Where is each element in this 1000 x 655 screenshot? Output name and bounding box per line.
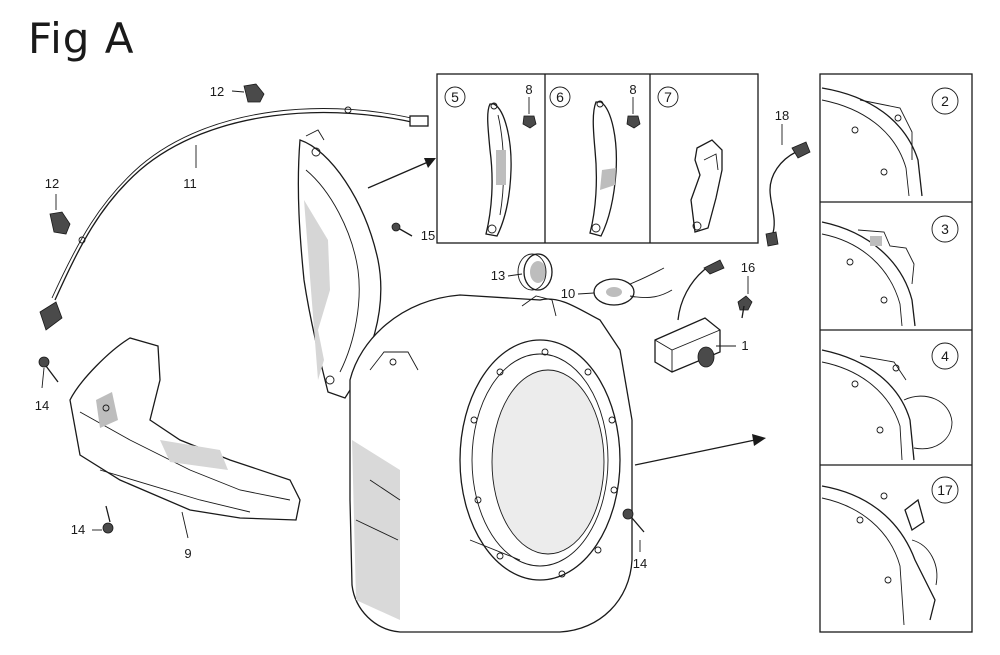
screw-14-left: [38, 356, 59, 383]
cable-18: [765, 141, 811, 247]
cable-end-terminal: [39, 301, 63, 331]
arrow-to-inset: [367, 158, 436, 189]
detail-17-circle: [931, 476, 959, 504]
label-11: 11: [183, 176, 197, 191]
grommet-13: [517, 253, 553, 291]
ground-cable-11: [39, 106, 429, 331]
detail-17-drawing: [821, 485, 938, 626]
detail-2-drawing: [821, 87, 923, 197]
label-8a: 8: [525, 82, 532, 97]
side-shroud: [297, 129, 382, 399]
switch-10: [593, 267, 673, 306]
label-7: 7: [664, 89, 672, 105]
fan-housing: [349, 294, 633, 633]
detail-column: 2 3 4: [819, 73, 973, 633]
label-10: 10: [561, 286, 575, 301]
figure-title: Fig A: [28, 14, 135, 63]
variant-7-bracket-piece: [690, 139, 723, 233]
label-12a: 12: [210, 84, 224, 99]
detail-3-drawing: [821, 221, 916, 327]
detail-label-17: 17: [937, 482, 953, 498]
detail-4-drawing: [821, 349, 953, 461]
variant-7-circle: [657, 86, 679, 108]
variant-6-circle: [549, 86, 571, 108]
module-1: [654, 259, 725, 373]
cable-end-top: [409, 115, 429, 127]
screw-14-bottom: [102, 505, 114, 534]
screw-15: [391, 222, 413, 237]
label-12b: 12: [45, 176, 59, 191]
detail-2-circle: [931, 87, 959, 115]
cable-clip-12-left: [49, 211, 71, 235]
label-16: 16: [741, 260, 755, 275]
screw-14-right: [622, 508, 645, 533]
variant-5-shroud-piece: [485, 102, 512, 237]
detail-label-4: 4: [941, 348, 949, 364]
cable-clip-12-top: [243, 83, 265, 103]
nut-8a: [522, 115, 537, 129]
label-14c: 14: [633, 556, 647, 571]
variant-6-shroud-piece: [589, 100, 618, 237]
bottom-cover-9: [69, 337, 301, 521]
detail-label-3: 3: [941, 221, 949, 237]
detail-3-circle: [931, 215, 959, 243]
detail-4-circle: [931, 342, 959, 370]
label-6: 6: [556, 89, 564, 105]
variant-inset-box: 5 6 7 8: [436, 73, 759, 244]
label-9: 9: [184, 546, 191, 561]
variant-5-circle: [444, 86, 466, 108]
bolt-16: [737, 295, 753, 319]
label-5: 5: [451, 89, 459, 105]
label-8b: 8: [629, 82, 636, 97]
label-15: 15: [421, 228, 435, 243]
label-13: 13: [491, 268, 505, 283]
label-14b: 14: [71, 522, 85, 537]
label-14a: 14: [35, 398, 49, 413]
arrow-to-details: [634, 434, 766, 466]
detail-label-2: 2: [941, 93, 949, 109]
label-1: 1: [741, 338, 748, 353]
label-18: 18: [775, 108, 789, 123]
nut-8b: [626, 115, 641, 129]
